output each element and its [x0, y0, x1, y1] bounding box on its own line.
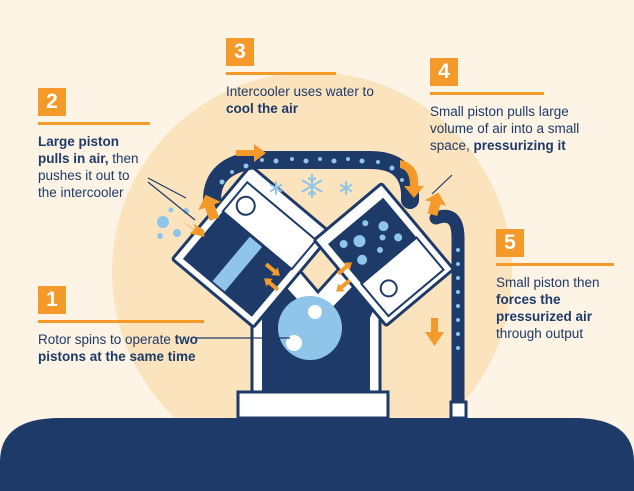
step-3-rule	[226, 72, 336, 75]
step-5-text: Small piston then forces the pressurized…	[496, 274, 614, 342]
snowflake-icon	[269, 174, 353, 198]
step-3-text-before: Intercooler uses water to	[226, 84, 374, 99]
step-2-text: Large piston pulls in air, then pushes i…	[38, 133, 150, 201]
step-5-rule	[496, 263, 614, 266]
step-2-badge: 2	[38, 88, 66, 116]
step-4: 4 Small piston pulls large volume of air…	[430, 58, 600, 154]
output-pipe	[429, 209, 465, 409]
rotor-pin-top	[308, 305, 322, 319]
pipe-bubbles	[219, 157, 404, 185]
step-2: 2 Large piston pulls in air, then pushes…	[38, 88, 150, 201]
step-4-rule	[430, 92, 544, 95]
step-5: 5 Small piston then forces the pressuriz…	[496, 229, 614, 342]
step-4-badge: 4	[430, 58, 458, 86]
step-5-badge: 5	[496, 229, 524, 257]
step-1: 1 Rotor spins to operate two pistons at …	[38, 286, 204, 365]
step-1-text: Rotor spins to operate two pistons at th…	[38, 331, 204, 365]
rotor	[278, 296, 342, 360]
flow-arrow-icon	[180, 144, 447, 346]
rotor-pin-bottom	[286, 335, 302, 351]
step-4-text: Small piston pulls large volume of air i…	[430, 103, 600, 154]
step-5-text-bold: forces the pressurized air	[496, 292, 593, 324]
step-1-rule	[38, 320, 204, 323]
large-cylinder	[171, 164, 333, 328]
step-1-text-bold: two pistons at the same time	[38, 332, 198, 364]
step-1-badge: 1	[38, 286, 66, 314]
step-4-text-bold: pressurizing it	[473, 138, 566, 153]
step-4-text-before: Small piston pulls large volume of air i…	[430, 104, 580, 153]
pointer-lines	[147, 174, 453, 339]
step-3-text-bold: cool the air	[226, 101, 299, 116]
output-nozzle	[449, 400, 468, 420]
step-3-text: Intercooler uses water to cool the air	[226, 83, 396, 117]
step-3: 3 Intercooler uses water to cool the air	[226, 38, 396, 117]
intercooler-pipe	[203, 151, 420, 209]
step-3-badge: 3	[226, 38, 254, 66]
step-5-text-after: through output	[496, 326, 584, 341]
intake-bubbles	[157, 207, 189, 239]
ground	[0, 418, 634, 491]
base-plate	[236, 390, 390, 420]
step-2-text-after: then pushes it out to the intercooler	[38, 151, 139, 200]
output-bubbles	[456, 248, 460, 350]
step-5-text-before: Small piston then	[496, 275, 600, 290]
small-cylinder	[313, 182, 455, 327]
step-1-text-before: Rotor spins to operate	[38, 332, 175, 347]
step-2-text-bold: Large piston pulls in air,	[38, 134, 120, 166]
step-2-rule	[38, 122, 150, 125]
